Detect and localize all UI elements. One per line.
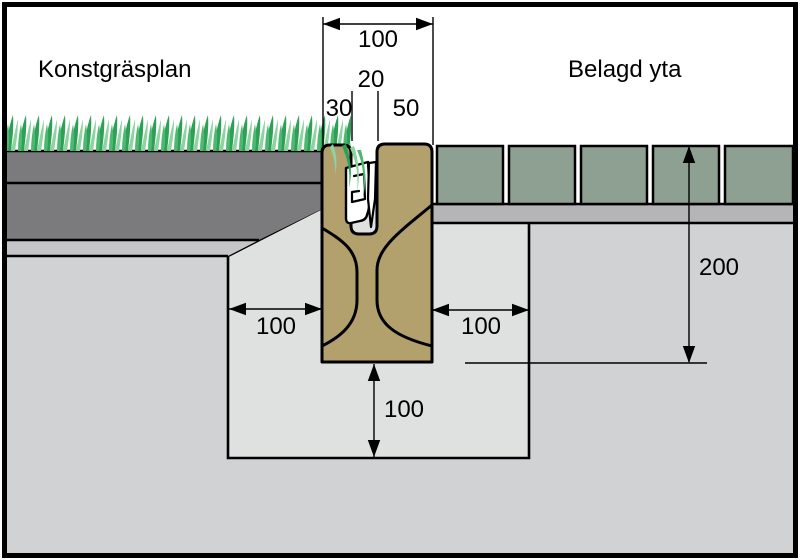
trench-outline [226, 206, 531, 460]
overhang-blade [330, 144, 337, 175]
label-artificial-turf-area: Konstgräsplan [38, 56, 191, 83]
overhang-blade [342, 144, 351, 188]
base-course-layer [5, 183, 322, 240]
kerb-web-line-right [375, 203, 433, 348]
kerb-body [320, 142, 434, 364]
dim-left-flange: 30 [326, 95, 353, 122]
dim-top-overall: 100 [358, 26, 398, 53]
clip-blade [366, 160, 378, 229]
dim-right-clearance: 100 [461, 313, 501, 340]
dim-left-clearance: 100 [256, 313, 296, 340]
subbase-layer [5, 240, 259, 256]
dimension-annotations: 100 20 30 50 100 100 100 200 [229, 17, 739, 457]
artificial-grass [5, 114, 351, 152]
kerb-beam [320, 142, 434, 364]
overhang-blade [357, 150, 366, 198]
overhang-blade [350, 146, 359, 192]
arrowhead-up-icon [682, 146, 696, 163]
dim-paving-depth: 200 [699, 254, 739, 281]
paver-block [651, 144, 721, 206]
arrowhead-left-icon [323, 17, 340, 31]
paver-block [579, 144, 649, 206]
bedding-layer [432, 204, 795, 223]
dim-slot-width: 20 [358, 66, 385, 93]
arrowhead-left-icon [432, 303, 449, 317]
arrowhead-down-icon [367, 440, 381, 457]
paver-block [723, 144, 795, 206]
grass-overhang [330, 144, 366, 198]
label-paved-area: Belagd yta [568, 56, 682, 83]
arrowhead-right-icon [416, 17, 433, 31]
kerb-web-line-left [321, 226, 359, 348]
paver-block [507, 144, 577, 206]
arrowhead-right-icon [512, 303, 529, 317]
clip-hook-profile [350, 172, 367, 204]
dim-under-clearance: 100 [384, 396, 424, 423]
arrowhead-up-icon [367, 364, 381, 381]
arrowhead-right-icon [305, 302, 322, 316]
paving [432, 144, 795, 225]
paver-block [435, 144, 505, 206]
dim-right-flange: 50 [393, 95, 420, 122]
arrowhead-left-icon [229, 302, 246, 316]
turf-pad-layer [5, 151, 322, 183]
turf-layers [5, 149, 322, 258]
arrowhead-down-icon [682, 346, 696, 363]
